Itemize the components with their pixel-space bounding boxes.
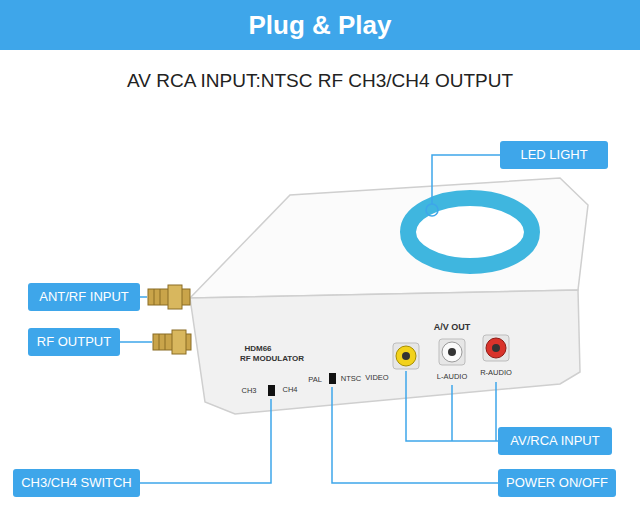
leader-line [140,399,271,483]
thread [160,289,161,305]
jack-base [439,339,465,365]
jack-label: L-AUDIO [437,373,467,381]
leader-marker [426,204,438,216]
ant-connector [148,285,190,309]
callout-label: LED LIGHT [520,148,587,162]
rca-video-jack [393,343,419,369]
leader-lines [120,155,500,483]
callout-label: POWER ON/OFF [506,476,608,490]
thread [154,289,155,305]
callout-label: AV/RCA INPUT [510,434,599,448]
model-label: HDM66 [244,345,271,353]
jack-hole [492,344,500,352]
title-band [0,0,640,50]
jack-hole [448,348,456,356]
housing-front [190,290,580,414]
thread [159,334,160,350]
jack-base [483,335,509,361]
modulator-housing [190,178,588,414]
callout-box: CH3/CH4 SWITCH [13,469,140,497]
rf-out-connector [153,330,191,354]
leader-line [451,385,453,441]
title: Plug & Play [0,0,640,50]
channel-switch [268,385,275,396]
jack-base [393,343,419,369]
callout-label: RF OUTPUT [37,335,111,349]
callout-box: LED LIGHT [500,141,608,169]
callout-label: CH3/CH4 SWITCH [21,476,132,490]
jack-ring [396,346,416,366]
jack-label: R-AUDIO [480,369,512,377]
power-switch [329,373,336,384]
callout-label: ANT/RF INPUT [39,290,129,304]
jack-hole [402,352,410,360]
connector-nut [168,285,182,309]
callout-box: ANT/RF INPUT [28,283,140,311]
switch-label: PAL [308,376,322,384]
leader-line [495,382,497,441]
callout-box: POWER ON/OFF [498,469,616,497]
rca-right-jack [483,335,509,361]
leader-line [406,371,498,441]
switch-label: NTSC [341,375,361,383]
rca-left-jack [439,339,465,365]
leader-line [432,155,500,204]
switch-label: CH3 [241,387,256,395]
led-ring [408,198,532,266]
jack-ring [442,342,462,362]
jack-ring [486,338,506,358]
housing-top [190,178,588,298]
leader-line [120,341,152,343]
callout-box: RF OUTPUT [28,328,120,356]
leader-line [332,387,498,483]
device-label: RF MODULATOR [240,355,304,363]
leader-line [140,296,147,298]
connector-nut [172,330,186,354]
jack-label: VIDEO [365,374,388,382]
switch-label: CH4 [282,386,297,394]
thread [165,334,166,350]
callout-box: AV/RCA INPUT [498,427,612,455]
jack-group-label: A/V OUT [434,323,471,332]
subtitle: AV RCA INPUT:NTSC RF CH3/CH4 OUTPUT [127,71,513,90]
